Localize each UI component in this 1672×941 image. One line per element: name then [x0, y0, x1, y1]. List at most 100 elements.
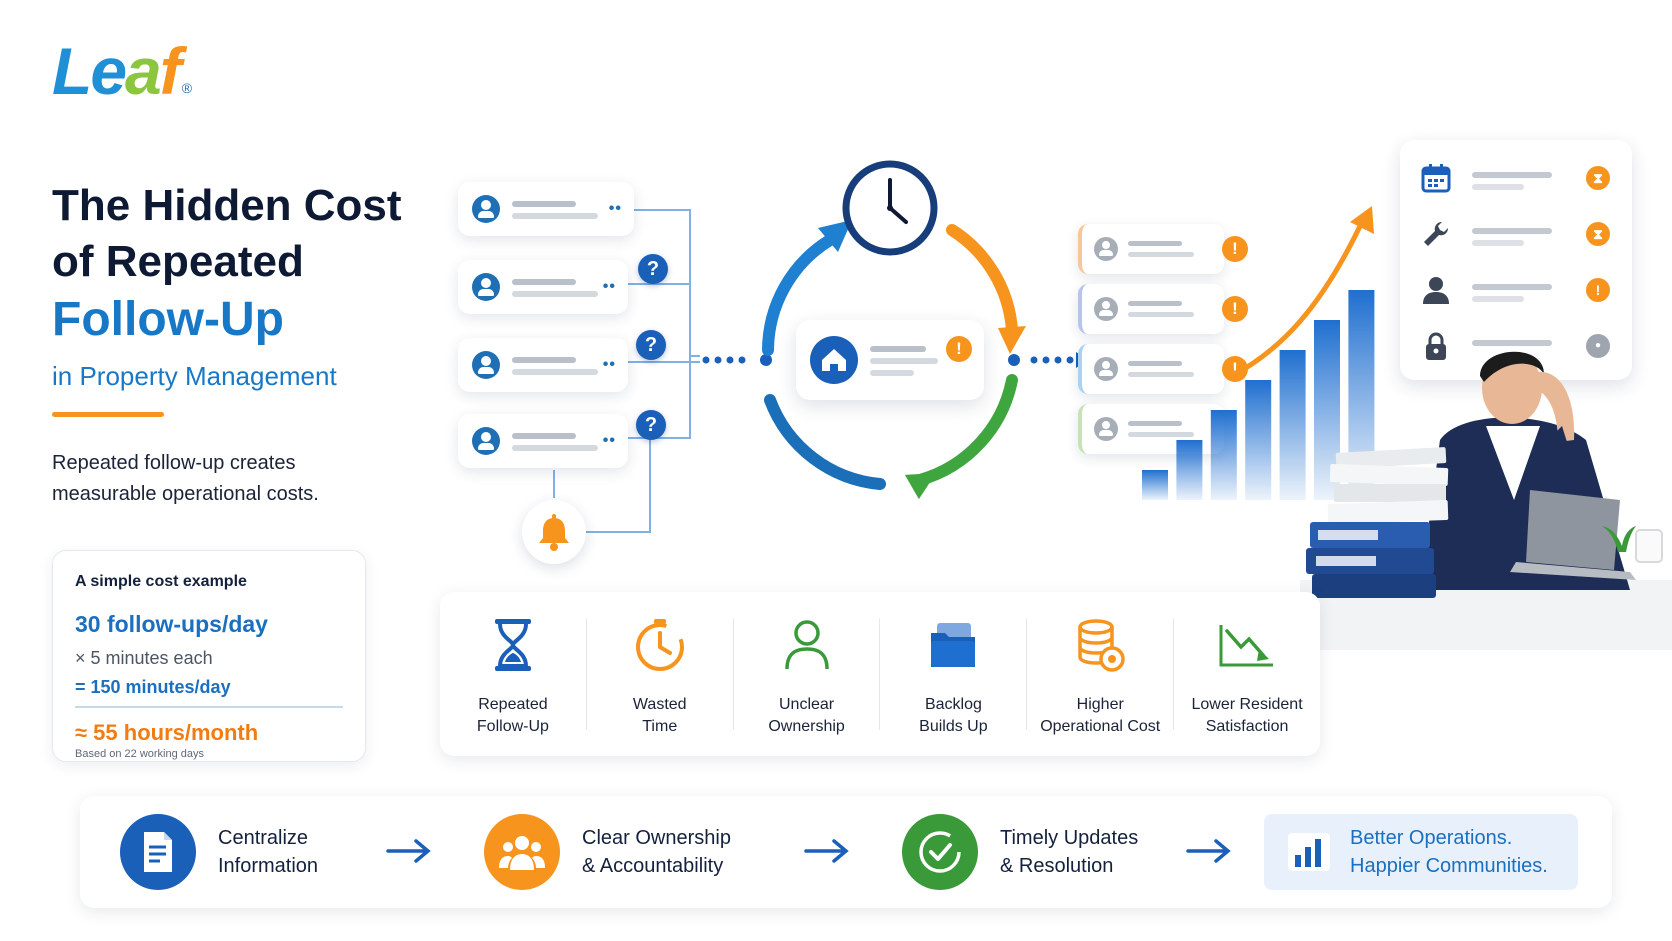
ellipsis-icon: ••	[602, 278, 616, 295]
impact-unclear-ownership: Unclear Ownership	[734, 618, 881, 735]
flow-step-centralize: Centralize Information	[120, 814, 318, 890]
impact-repeated-follow-up: Repeated Follow-Up	[440, 618, 587, 735]
question-mark-icon: ?	[636, 330, 666, 360]
user-avatar-icon	[1094, 297, 1118, 321]
flow-step-timely-updates: Timely Updates & Resolution	[902, 814, 1138, 890]
status-card-4	[1078, 404, 1224, 454]
paper-stack	[1306, 447, 1449, 598]
status-card-1: !	[1078, 224, 1248, 274]
calendar-icon	[1421, 164, 1451, 193]
coins-icon	[1078, 619, 1125, 672]
growth-bar	[1142, 470, 1168, 500]
flow-step-ownership: Clear Ownership & Accountability	[484, 814, 731, 890]
flow-step-label: Timely Updates & Resolution	[1000, 827, 1139, 877]
status-row-lock: ●	[1400, 318, 1632, 374]
growth-bar	[1176, 440, 1203, 500]
connector-dots-left	[702, 354, 772, 366]
lock-icon	[1426, 332, 1446, 360]
user-avatar-icon	[1094, 357, 1118, 381]
growth-bar	[1245, 380, 1272, 500]
question-mark-icon: ?	[638, 254, 668, 284]
bar-chart-icon	[1288, 833, 1330, 871]
trend-down-icon	[1219, 625, 1274, 667]
stressed-manager-illustration	[1300, 351, 1672, 650]
impact-panel: Repeated Follow-Up Wasted Time Unclear O…	[440, 592, 1320, 756]
growth-bar	[1279, 350, 1306, 500]
alert-icon: !	[1222, 236, 1248, 262]
bell-icon	[539, 514, 569, 551]
title-subtitle: in Property Management	[52, 361, 337, 391]
hourglass-icon: ⧗	[1586, 222, 1610, 246]
impact-lower-satisfaction: Lower Resident Satisfaction	[1174, 618, 1320, 735]
impact-label: Unclear Ownership	[768, 696, 845, 735]
ticket-card-2: ••	[458, 260, 628, 314]
user-avatar-icon	[1094, 237, 1118, 261]
flow-result: Better Operations. Happier Communities.	[1264, 814, 1578, 890]
growth-bar	[1210, 410, 1237, 500]
title-accent: Follow-Up	[52, 293, 284, 346]
flow-step-label: Clear Ownership & Accountability	[582, 827, 731, 877]
clock-icon	[842, 160, 938, 256]
house-icon	[810, 336, 858, 384]
impact-label: Higher Operational Cost	[1040, 696, 1161, 735]
impact-label: Wasted Time	[632, 696, 687, 735]
user-avatar-icon	[1094, 417, 1118, 441]
pending-icon: ●	[1586, 334, 1610, 358]
title-line-2: of Repeated	[52, 237, 304, 286]
status-panel: ⧗ ⧗ ! ●	[1400, 140, 1632, 380]
alert-icon: !	[1222, 296, 1248, 322]
ticket-card-1: ••	[458, 182, 634, 236]
registered-mark: ®	[181, 80, 193, 96]
cycle-arrow-teal	[764, 394, 886, 490]
issue-bubble: !	[796, 320, 984, 400]
user-avatar-icon	[472, 351, 500, 379]
flow-step-icon	[484, 814, 560, 890]
cycle-arrow-green	[914, 374, 1018, 486]
logo-part-1: Le	[52, 34, 127, 108]
question-mark-icon: ?	[636, 410, 666, 440]
flow-step-label: Centralize Information	[218, 827, 319, 877]
alert-icon: !	[946, 336, 972, 362]
ticket-card-3: ••	[458, 338, 628, 392]
status-card-3: !	[1078, 344, 1248, 394]
team-icon	[499, 836, 545, 870]
intro-text: Repeated follow-up creates measurable op…	[52, 452, 319, 505]
impact-label: Backlog Builds Up	[919, 696, 988, 735]
flow-step-icon	[120, 814, 196, 890]
alert-icon: !	[1586, 278, 1610, 302]
cost-example-card: A simple cost example 30 follow-ups/day …	[52, 550, 366, 762]
ellipsis-icon: ••	[602, 432, 616, 449]
status-card-2: !	[1078, 284, 1248, 334]
follow-up-cycle	[762, 160, 1026, 500]
cost-follow-ups: 30 follow-ups/day	[75, 611, 268, 637]
cycle-arrow-orange	[946, 224, 1018, 336]
arrow-right-icon	[386, 839, 431, 863]
logo-part-2: a	[125, 34, 162, 108]
cost-multiplier: × 5 minutes each	[75, 648, 213, 668]
plant	[1602, 526, 1636, 552]
status-row-wrench: ⧗	[1400, 206, 1632, 262]
impact-backlog: Backlog Builds Up	[880, 618, 1028, 735]
logo-wordmark: Leaf	[52, 34, 182, 108]
flow-step-icon	[902, 814, 978, 890]
status-row-person: !	[1400, 262, 1632, 318]
check-circle-icon	[919, 831, 961, 873]
arrow-right-icon	[1186, 839, 1231, 863]
ellipsis-icon: ••	[602, 356, 616, 373]
user-avatar-icon	[472, 427, 500, 455]
connector-bell	[586, 438, 651, 533]
bell-icon-badge	[522, 500, 586, 564]
cycle-arrow-blue	[762, 234, 836, 356]
connector-ticket-4	[614, 356, 691, 439]
user-avatar-icon	[472, 273, 500, 301]
ellipsis-icon: ••	[608, 200, 622, 217]
ticket-card-4: ••	[458, 414, 628, 468]
user-avatar-icon	[472, 195, 500, 223]
hourglass-icon: ⧗	[1586, 166, 1610, 190]
cost-per-day: = 150 minutes/day	[75, 677, 343, 708]
folder-icon	[931, 623, 976, 667]
impact-higher-cost: Higher Operational Cost	[1027, 618, 1175, 735]
laptop	[1526, 490, 1620, 570]
arrow-right-icon	[804, 839, 849, 863]
brand-logo: Leaf ®	[52, 36, 192, 106]
